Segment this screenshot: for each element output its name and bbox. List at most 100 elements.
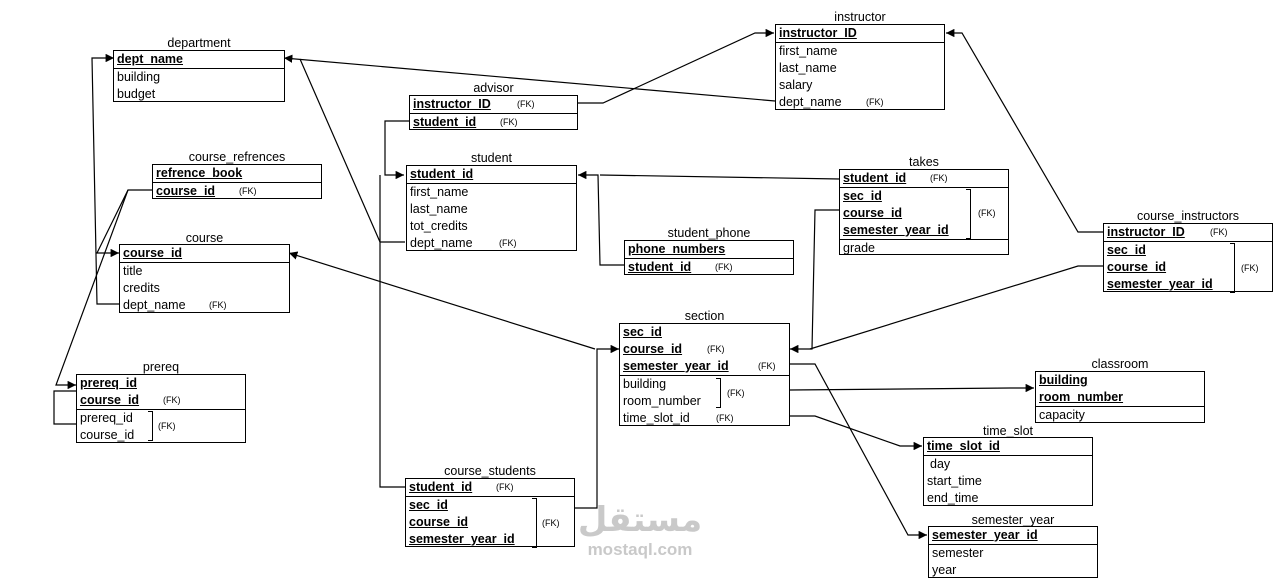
fk-label: (FK) [517,99,535,109]
attr-semester-year-id: semester_year_id [929,527,1097,545]
attr-refrence-book: refrence_book [153,165,321,183]
entity-course[interactable]: course_id title credits dept_name(FK) [119,244,290,313]
link-section-semester-year [790,363,927,540]
fk-label: (FK) [1210,227,1228,237]
attr-instructor-id: instructor_ID(FK) [410,96,577,114]
attr-title: title [123,264,143,278]
attr-course-id: course_id [409,515,469,529]
entity-section[interactable]: sec_id course_id(FK) semester_year_id(FK… [619,323,790,426]
entity-course-refrences[interactable]: refrence_book course_id(FK) [152,164,322,199]
attr-semester-year-id: semester_year_id [409,532,515,546]
attr-capacity: capacity [1039,408,1085,422]
attr-student-id: student_id(FK) [628,260,733,274]
fk-label: (FK) [163,395,181,405]
attr-day: day [930,457,951,471]
fk-label: (FK) [716,413,734,423]
fk-label: (FK) [727,388,745,398]
attr-prereq-id-fk: prereq_id [80,411,133,425]
entity-student[interactable]: student_id first_name last_name tot_cred… [406,165,577,251]
entity-course-students[interactable]: student_id(FK) sec_id course_id semester… [405,478,575,548]
attr-course-id: course_id [1107,260,1167,274]
attr-course-id: course_id [120,245,289,263]
attr-student-id: student_id(FK) [840,170,1008,188]
fk-group-brace [532,498,537,548]
attr-last-name: last_name [410,202,468,216]
attr-student-id: student_id [407,166,576,184]
course-refrences-title: course_refrences [188,150,286,164]
entity-prereq[interactable]: prereq_id course_id(FK) prereq_id course… [76,374,246,443]
entity-takes[interactable]: student_id(FK) sec_id course_id semester… [839,169,1009,255]
entity-student-phone[interactable]: phone_numbers student_id(FK) [624,240,794,275]
attr-student-id: student_id(FK) [406,479,574,497]
entity-department[interactable]: dept_name building budget [113,50,285,102]
fk-label: (FK) [499,238,517,248]
attr-course-id: course_id(FK) [77,392,245,410]
fk-label: (FK) [239,186,257,196]
attr-budget: budget [117,87,156,101]
attr-room-number: room_number [623,394,701,408]
attr-end-time: end_time [927,491,979,505]
attr-building: building [1039,373,1088,387]
fk-label: (FK) [758,361,776,371]
fk-group-brace [148,411,153,441]
attr-instructor-id: instructor_ID(FK) [1104,224,1272,242]
fk-label: (FK) [707,344,725,354]
link-course-refrences-course [96,189,153,258]
link-course-students-section [575,344,619,509]
link-student-phone-student [578,170,625,266]
attr-dept-name: dept_name(FK) [410,236,517,250]
attr-student-id: student_id(FK) [413,115,518,129]
link-course-instructors-section [809,265,1103,350]
fk-label: (FK) [930,173,948,183]
attr-dept-name: dept_name [114,51,284,69]
link-instructor-department [283,54,776,102]
attr-time-slot-id: time_slot_id(FK) [623,411,734,425]
attr-dept-name: dept_name(FK) [123,298,227,312]
fk-label: (FK) [978,208,996,218]
attr-building: building [623,377,667,391]
attr-sec-id: sec_id [409,498,448,512]
attr-credits: credits [123,281,160,295]
fk-group-brace [716,378,721,408]
attr-time-slot-id: time_slot_id [924,438,1092,456]
attr-semester-year-id: semester_year_id [840,222,1008,240]
attr-course-id: course_id(FK) [156,184,257,198]
attr-room-number: room_number [1036,389,1204,407]
attr-first-name: first_name [410,185,469,199]
attr-sec-id: sec_id [843,189,882,203]
entity-advisor[interactable]: instructor_ID(FK) student_id(FK) [409,95,578,130]
fk-label: (FK) [500,117,518,127]
entity-semester-year[interactable]: semester_year_id semester year [928,526,1098,578]
entity-time-slot[interactable]: time_slot_id day start_time end_time [923,437,1093,506]
attr-sec-id: sec_id [623,325,662,339]
entity-instructor[interactable]: instructor_ID first_name last_name salar… [775,24,945,110]
link-section-classroom [789,383,1034,393]
entity-course-instructors[interactable]: instructor_ID(FK) sec_id course_id semes… [1103,223,1273,293]
link-advisor-student [384,120,410,180]
link-section-course [288,251,596,350]
attr-course-id: course_id [843,206,903,220]
link-course-refrences-prereq [55,189,129,390]
link-takes-section [790,209,840,354]
semester-year-title: semester_year [971,513,1055,527]
attr-semester-year-id: semester_year_id(FK) [620,358,789,376]
attr-grade: grade [843,241,875,255]
department-title: department [167,36,231,50]
fk-label: (FK) [866,97,884,107]
attr-dept-name: dept_name(FK) [779,95,884,109]
course-students-title: course_students [444,464,536,478]
entity-classroom[interactable]: building room_number capacity [1035,371,1205,423]
attr-course-id: course_id(FK) [623,342,725,356]
instructor-title: instructor [834,10,886,24]
classroom-title: classroom [1091,357,1149,371]
link-course-instructors-instructor [946,28,1103,233]
course-title: course [185,231,224,245]
fk-group-brace [966,189,971,239]
attr-course-id-fk: course_id [80,428,135,442]
takes-title: takes [909,155,939,169]
link-course-students-student [379,175,405,488]
student-title: student [470,151,512,165]
attr-phone-numbers: phone_numbers [625,241,793,259]
